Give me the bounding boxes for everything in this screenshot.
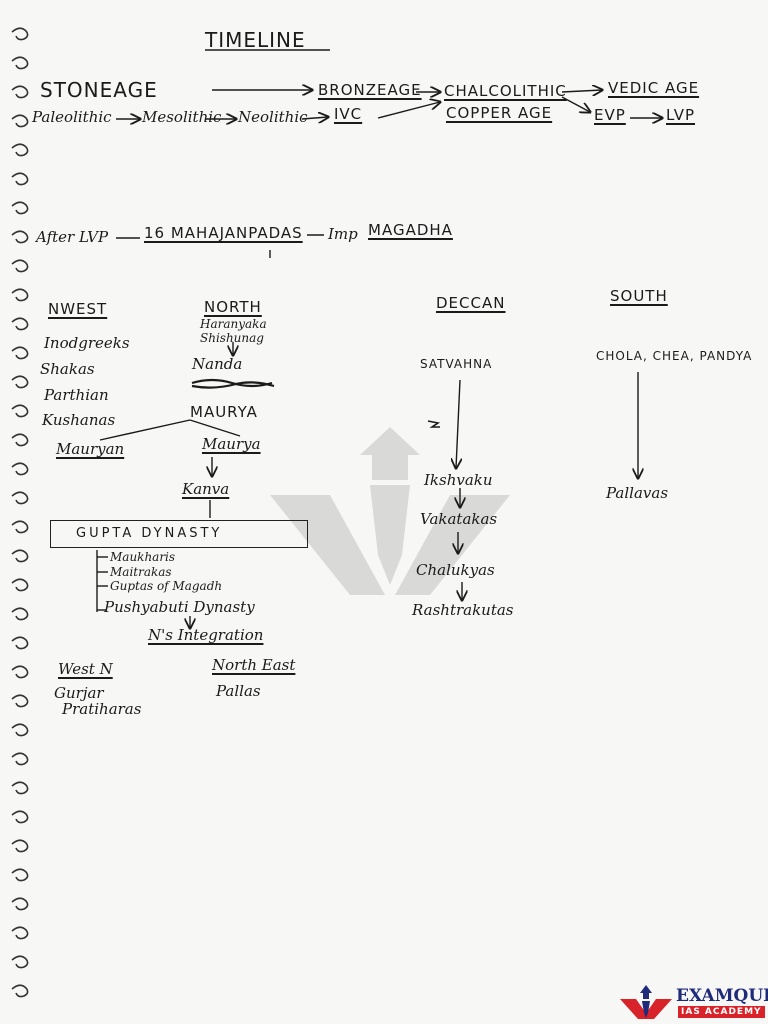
- mauryan-left-label: Mauryan: [56, 440, 125, 458]
- north-east-heading: North East: [212, 656, 296, 674]
- paleolithic-label: Paleolithic: [32, 108, 112, 126]
- stoneage-label: STONEAGE: [40, 78, 158, 102]
- spiral-ring: [11, 984, 29, 998]
- south-item: Pallavas: [606, 484, 669, 502]
- spiral-ring: [11, 172, 29, 186]
- spiral-ring: [11, 549, 29, 563]
- spiral-ring: [11, 317, 29, 331]
- spiral-ring: [11, 201, 29, 215]
- spiral-ring: [11, 375, 29, 389]
- examquest-logo-icon: [620, 985, 672, 1019]
- spiral-ring: [11, 897, 29, 911]
- spiral-ring: [11, 491, 29, 505]
- spiral-binding: [11, 27, 29, 998]
- bronzeage-label: BRONZEAGE: [318, 81, 422, 99]
- maurya-right-label: Maurya: [202, 435, 261, 453]
- spiral-ring: [11, 781, 29, 795]
- chalcolithic-label: CHALCOLITHIC: [444, 82, 567, 100]
- spiral-ring: [11, 85, 29, 99]
- deccan-item: Chalukyas: [416, 561, 495, 579]
- spiral-ring: [11, 810, 29, 824]
- spiral-ring: [11, 114, 29, 128]
- ivc-label: IVC: [334, 105, 363, 123]
- spiral-ring: [11, 230, 29, 244]
- integration-label: N's Integration: [148, 626, 264, 644]
- nwest-heading: NWEST: [48, 300, 108, 318]
- deccan-item: SATVAHNA: [420, 357, 493, 371]
- logo-name: EXAMQUEST: [676, 986, 768, 1006]
- deccan-item: Rashtrakutas: [412, 601, 514, 619]
- magadha-label: MAGADHA: [368, 221, 453, 239]
- west-n-heading: West N: [58, 660, 113, 678]
- spiral-ring: [11, 27, 29, 41]
- spiral-ring: [11, 694, 29, 708]
- pushyabuti-label: Pushyabuti Dynasty: [104, 598, 255, 616]
- spiral-ring: [11, 665, 29, 679]
- deccan-item: Ikshvaku: [424, 471, 493, 489]
- west-n-item: Pratiharas: [62, 700, 142, 718]
- maurya-caps-label: MAURYA: [190, 403, 258, 421]
- spiral-ring: [11, 346, 29, 360]
- after-lvp-label: After LVP: [36, 228, 109, 246]
- mahajanpadas-label: 16 MAHAJANPADAS: [144, 224, 303, 242]
- north-east-item: Pallas: [216, 682, 261, 700]
- spiral-ring: [11, 723, 29, 737]
- spiral-ring: [11, 636, 29, 650]
- spiral-ring: [11, 462, 29, 476]
- gupta-dynasty-box: [50, 520, 308, 548]
- mesolithic-label: Mesolithic: [142, 108, 222, 126]
- spiral-ring: [11, 520, 29, 534]
- haranyaka-label: Haranyaka: [200, 317, 267, 331]
- south-heading: SOUTH: [610, 287, 668, 305]
- deccan-heading: DECCAN: [436, 294, 506, 312]
- spiral-ring: [11, 752, 29, 766]
- gupta-sub-item: Maitrakas: [110, 565, 172, 579]
- spiral-ring: [11, 868, 29, 882]
- nwest-item: Inodgreeks: [44, 334, 130, 352]
- neolithic-label: Neolithic: [238, 108, 308, 126]
- nanda-label: Nanda: [192, 355, 243, 373]
- spiral-ring: [11, 926, 29, 940]
- lvp-label: LVP: [666, 106, 696, 124]
- spiral-ring: [11, 607, 29, 621]
- nwest-item: Kushanas: [42, 411, 116, 429]
- spiral-ring: [11, 56, 29, 70]
- spiral-ring: [11, 143, 29, 157]
- west-n-item: Gurjar: [54, 684, 104, 702]
- spiral-ring: [11, 259, 29, 273]
- spiral-ring: [11, 955, 29, 969]
- shishunag-label: Shishunag: [200, 331, 264, 345]
- spiral-ring: [11, 288, 29, 302]
- north-heading: NORTH: [204, 298, 262, 316]
- logo-tagline: IAS ACADEMY: [678, 1006, 765, 1018]
- nwest-item: Parthian: [44, 386, 109, 404]
- gupta-sub-item: Guptas of Magadh: [110, 579, 223, 593]
- page-title: TIMELINE: [205, 28, 306, 52]
- gupta-sub-item: Maukharis: [110, 550, 176, 564]
- copper-age-label: COPPER AGE: [446, 104, 553, 122]
- evp-label: EVP: [594, 106, 626, 124]
- south-item: CHOLA, CHEA, PANDYA: [596, 349, 753, 363]
- spiral-ring: [11, 404, 29, 418]
- nwest-item: Shakas: [40, 360, 95, 378]
- spiral-ring: [11, 839, 29, 853]
- spiral-ring: [11, 433, 29, 447]
- imp-label: Imp: [328, 225, 358, 243]
- gupta-dynasty-label: GUPTA DYNASTY: [76, 526, 223, 541]
- vedic-age-label: VEDIC AGE: [608, 79, 700, 97]
- spiral-ring: [11, 578, 29, 592]
- kanva-label: Kanva: [182, 480, 230, 498]
- deccan-item: Vakatakas: [420, 510, 498, 528]
